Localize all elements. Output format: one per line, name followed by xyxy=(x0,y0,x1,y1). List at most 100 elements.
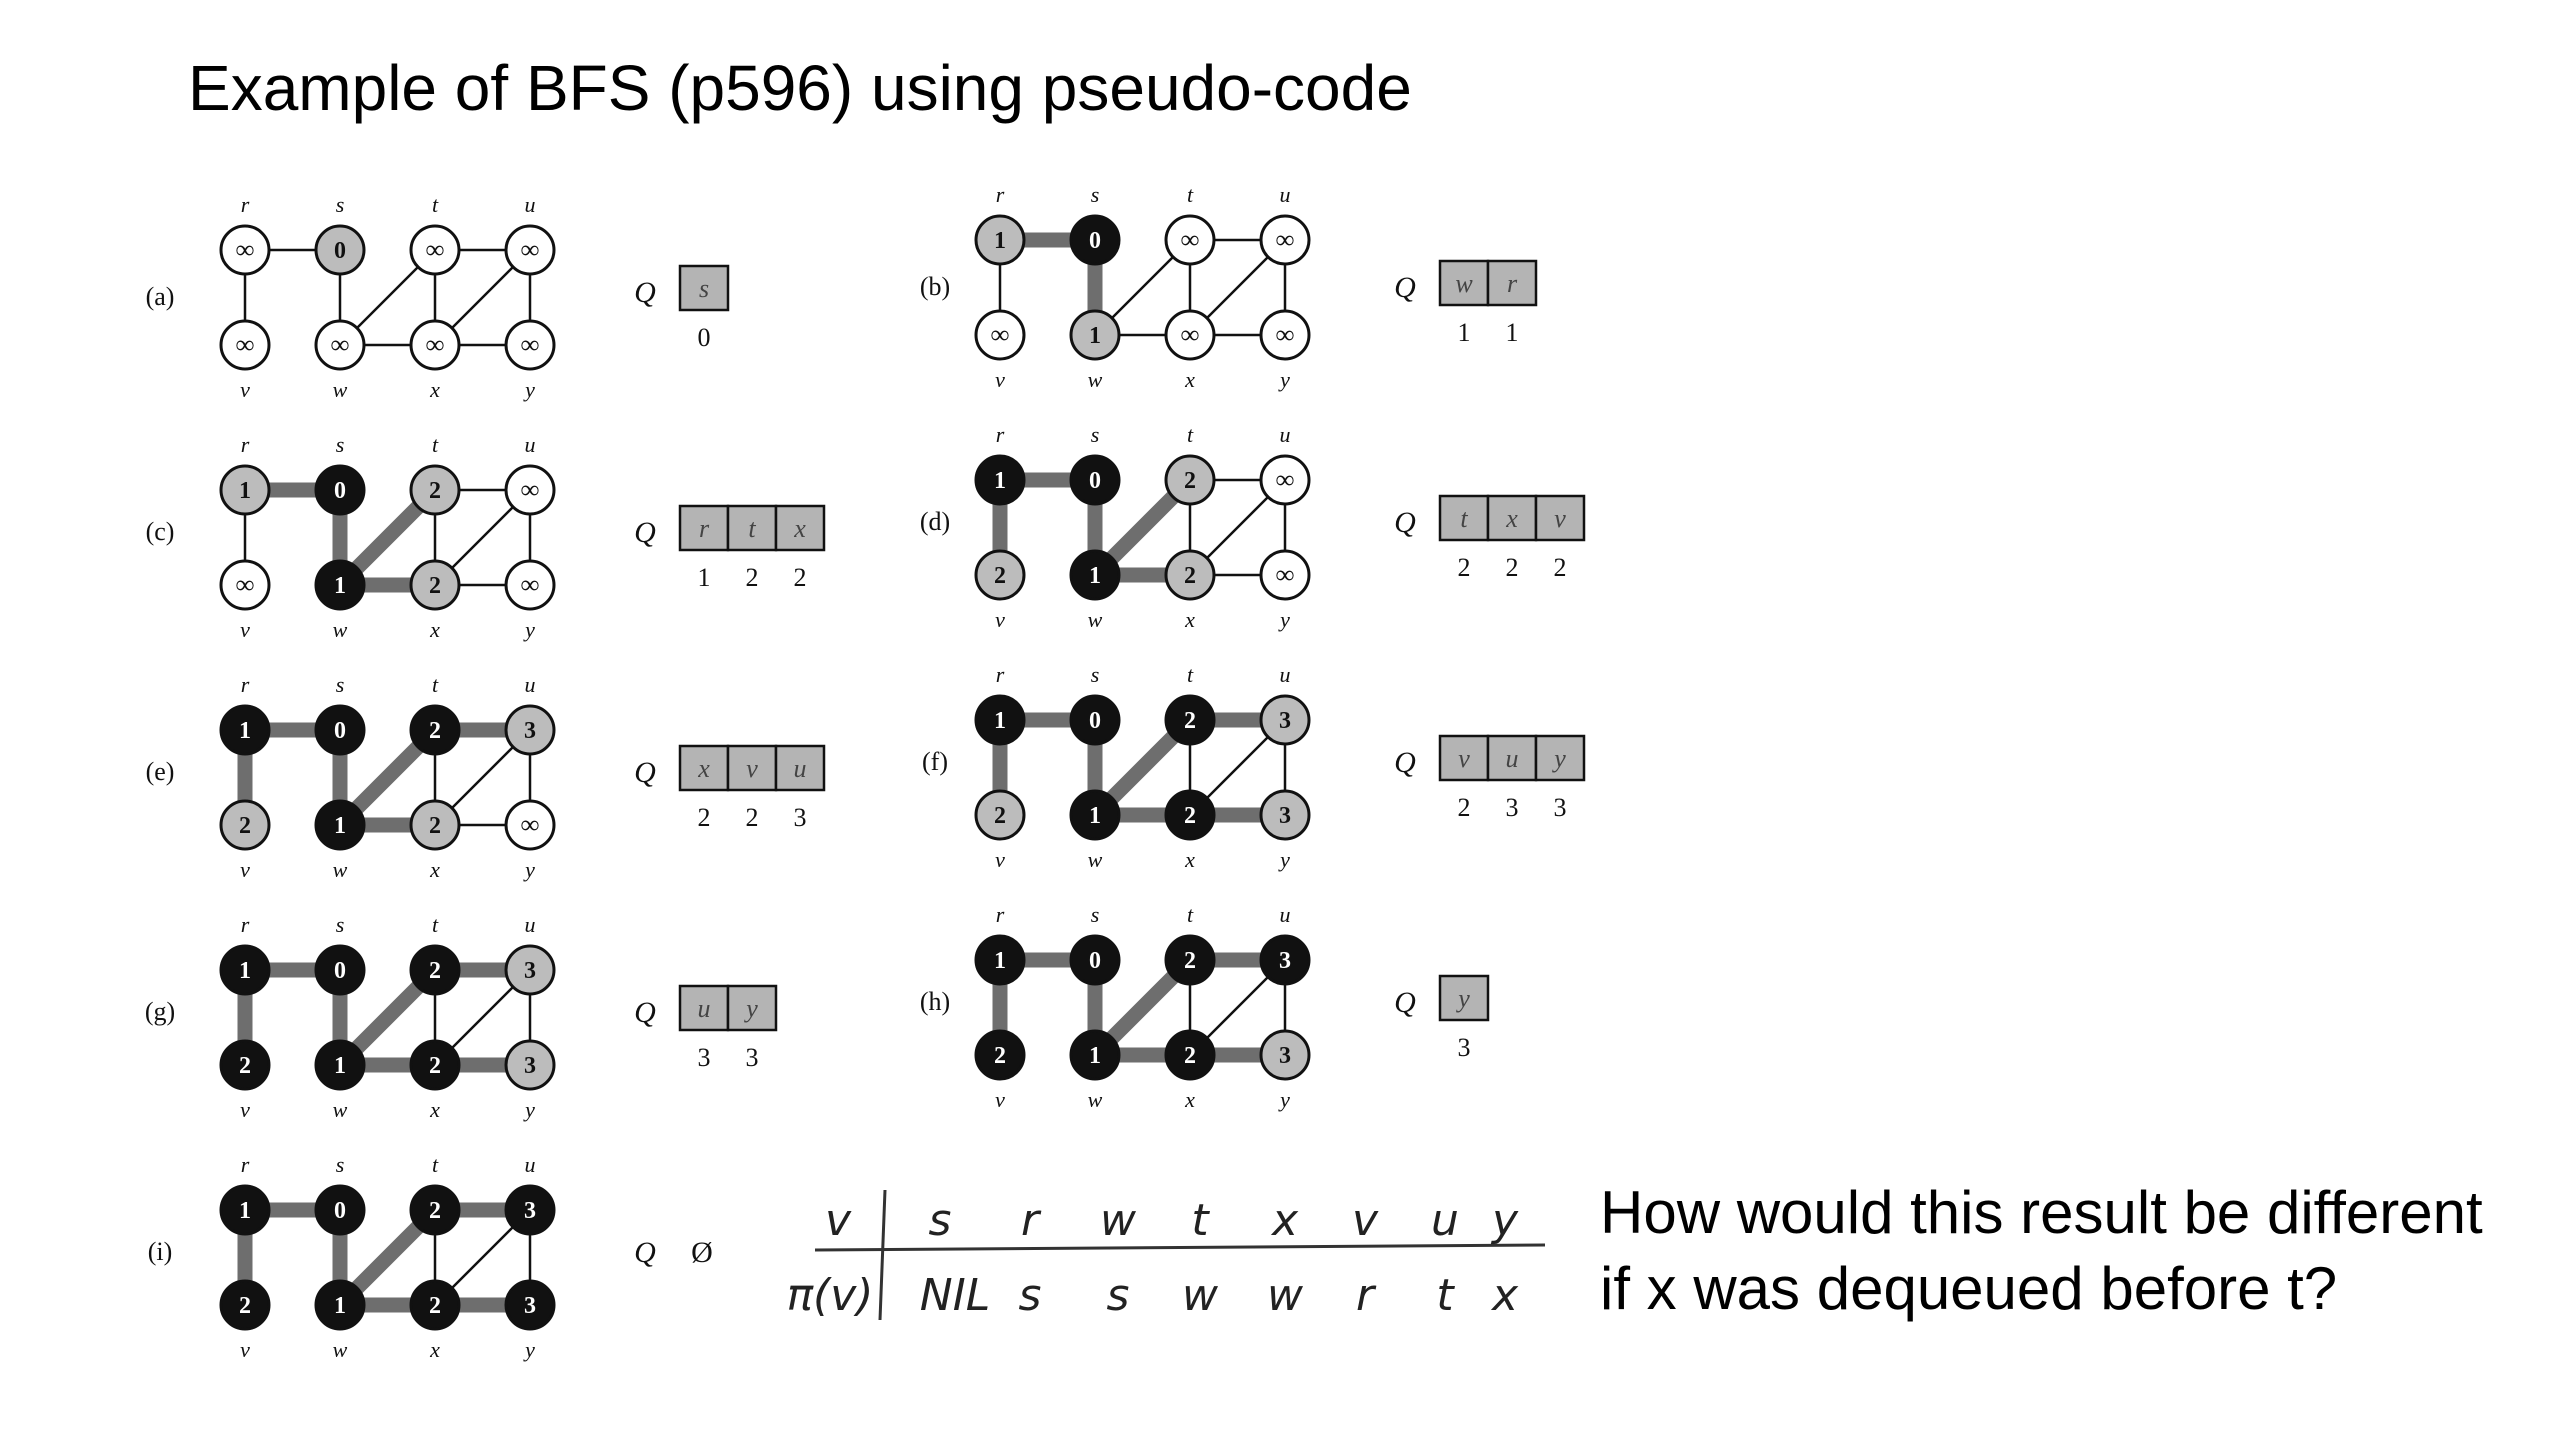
vertex-distance: ∞ xyxy=(331,330,350,359)
vertex-node xyxy=(409,319,461,371)
vertex-node xyxy=(1069,1029,1121,1081)
vertex-node xyxy=(409,799,461,851)
queue-distance: 2 xyxy=(1458,553,1471,582)
queue-distance: 2 xyxy=(746,563,759,592)
vertex-distance: 1 xyxy=(994,468,1006,494)
vertex-node xyxy=(219,1039,271,1091)
queue-label: Q xyxy=(634,516,656,549)
parent-table-parent: s xyxy=(1019,1270,1042,1321)
vertex-distance: ∞ xyxy=(426,235,445,264)
vertex-distance: 1 xyxy=(1089,323,1101,349)
vertex-name: x xyxy=(429,857,440,882)
vertex-distance: 2 xyxy=(1184,948,1196,974)
vertex-name: t xyxy=(1187,422,1194,447)
vertex-node xyxy=(219,704,271,756)
queue-cell xyxy=(678,264,730,312)
queue-vertex: u xyxy=(698,994,711,1023)
vertex-distance: 2 xyxy=(994,563,1006,589)
vertex-node xyxy=(974,214,1026,266)
vertex-node xyxy=(219,1279,271,1331)
panel-label: (b) xyxy=(920,272,950,301)
vertex-name: x xyxy=(1184,1087,1195,1112)
vertex-node xyxy=(1259,549,1311,601)
queue-distance: 2 xyxy=(794,563,807,592)
queue-distance: 3 xyxy=(794,803,807,832)
vertex-distance: 2 xyxy=(1184,803,1196,829)
vertex-distance: ∞ xyxy=(1276,560,1295,589)
vertex-distance: 1 xyxy=(239,718,251,744)
queue-vertex: r xyxy=(1507,269,1518,298)
queue-cell xyxy=(1438,259,1490,307)
parent-table-vertex: y xyxy=(1490,1195,1519,1246)
vertex-node xyxy=(1259,934,1311,986)
vertex-name: u xyxy=(525,432,536,457)
vertex-name: t xyxy=(1187,182,1194,207)
queue-cell xyxy=(678,744,730,792)
vertex-name: u xyxy=(525,912,536,937)
vertex-distance: 1 xyxy=(334,1293,346,1319)
vertex-distance: ∞ xyxy=(521,475,540,504)
queue-vertex: t xyxy=(748,514,756,543)
vertex-node xyxy=(409,704,461,756)
queue-cell xyxy=(1486,734,1538,782)
queue-distance: 3 xyxy=(698,1043,711,1072)
vertex-name: r xyxy=(996,902,1005,927)
vertex-node xyxy=(504,1039,556,1091)
queue-cell xyxy=(1486,494,1538,542)
vertex-name: u xyxy=(525,1152,536,1177)
vertex-distance: 2 xyxy=(239,813,251,839)
queue-cell xyxy=(678,984,730,1032)
vertex-name: r xyxy=(241,912,250,937)
vertex-name: y xyxy=(523,377,535,402)
vertex-node xyxy=(1069,694,1121,746)
queue-cell xyxy=(774,744,826,792)
vertex-node xyxy=(1164,214,1216,266)
queue-vertex: v xyxy=(1554,504,1566,533)
vertex-name: x xyxy=(429,1337,440,1362)
queue-cell xyxy=(726,984,778,1032)
vertex-distance: 3 xyxy=(524,1293,536,1319)
parent-table-parent: r xyxy=(1356,1270,1377,1321)
vertex-name: y xyxy=(523,1337,535,1362)
vertex-node xyxy=(219,464,271,516)
vertex-node xyxy=(314,464,366,516)
panel-label: (c) xyxy=(146,517,175,546)
vertex-distance: 2 xyxy=(429,1053,441,1079)
vertex-name: v xyxy=(240,857,250,882)
parent-table-vertex: s xyxy=(929,1195,952,1246)
vertex-distance: 0 xyxy=(334,238,346,264)
vertex-node xyxy=(1164,789,1216,841)
vertex-node xyxy=(314,1039,366,1091)
queue-vertex: y xyxy=(1455,984,1470,1013)
vertex-distance: 3 xyxy=(1279,803,1291,829)
vertex-node xyxy=(974,1029,1026,1081)
panel-label: (f) xyxy=(922,747,948,776)
vertex-node xyxy=(409,1184,461,1236)
parent-table-vertex: t xyxy=(1191,1195,1210,1246)
vertex-node xyxy=(1164,454,1216,506)
vertex-node xyxy=(1164,309,1216,361)
vertex-node xyxy=(1069,309,1121,361)
panel-label: (a) xyxy=(146,282,175,311)
vertex-node xyxy=(1259,309,1311,361)
queue-empty: Ø xyxy=(691,1236,713,1269)
queue-distance: 2 xyxy=(698,803,711,832)
vertex-distance: 2 xyxy=(239,1293,251,1319)
queue-distance: 2 xyxy=(746,803,759,832)
vertex-distance: 0 xyxy=(334,478,346,504)
vertex-name: y xyxy=(1278,607,1290,632)
queue-distance: 3 xyxy=(746,1043,759,1072)
vertex-distance: 2 xyxy=(239,1053,251,1079)
vertex-name: u xyxy=(1280,182,1291,207)
vertex-name: s xyxy=(1091,902,1100,927)
vertex-distance: 1 xyxy=(334,1053,346,1079)
vertex-distance: 0 xyxy=(334,958,346,984)
vertex-distance: 0 xyxy=(1089,468,1101,494)
vertex-distance: 0 xyxy=(334,718,346,744)
vertex-node xyxy=(314,1184,366,1236)
parent-table-rule xyxy=(814,1243,1546,1252)
vertex-node xyxy=(1069,214,1121,266)
